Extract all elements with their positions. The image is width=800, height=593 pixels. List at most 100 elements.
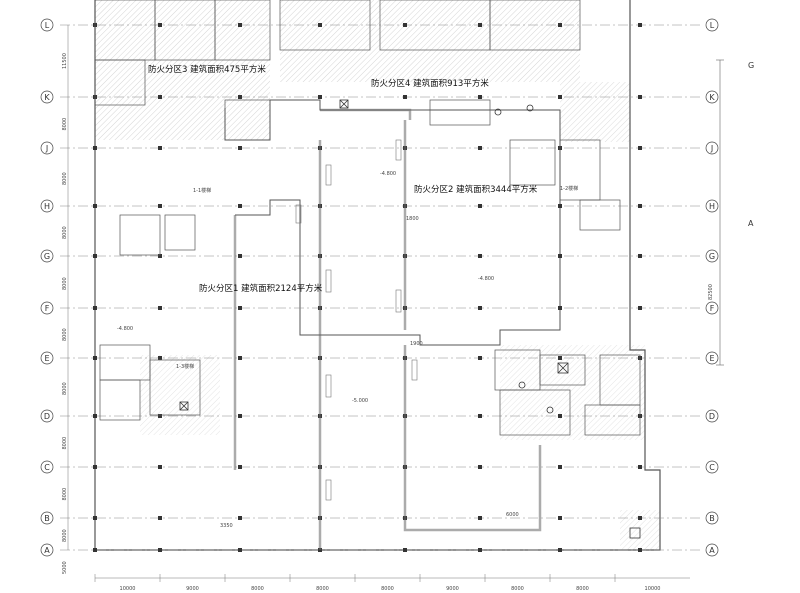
axis-label-C: C: [709, 463, 715, 472]
column-K-2: [238, 95, 242, 99]
room-11: [579, 199, 621, 231]
column-F-6: [558, 306, 562, 310]
elev-label-a: -4.800: [380, 171, 396, 177]
axis-bubble-J: [705, 141, 719, 155]
elev-label-b: -4.800: [478, 276, 494, 282]
column-D-0: [93, 414, 97, 418]
row-dim-8: 8000: [62, 488, 68, 501]
axis-label-B: B: [44, 514, 50, 523]
column-dim-2: 8000: [251, 586, 264, 592]
axis-bubble-A: [705, 543, 719, 557]
column-C-0: [93, 465, 97, 469]
room-3: [279, 0, 371, 51]
column-L-6: [558, 23, 562, 27]
axis-bubble-D: [705, 409, 719, 423]
axis-bubble-B: [40, 511, 54, 525]
room-20: [584, 404, 641, 436]
axis-label-L: L: [45, 21, 50, 30]
column-E-1: [158, 356, 162, 360]
column-K-7: [638, 95, 642, 99]
axis-bubble-G: [705, 249, 719, 263]
axis-label-G: G: [44, 252, 50, 261]
column-dim-1: 9000: [186, 586, 199, 592]
row-dim-0: 11500: [62, 53, 68, 69]
column-H-7: [638, 204, 642, 208]
row-dim-4: 8000: [62, 277, 68, 290]
hatched-area-right-upper: [560, 82, 630, 142]
column-B-0: [93, 516, 97, 520]
column-H-1: [158, 204, 162, 208]
stair-label-3: 1-3楼梯: [176, 363, 194, 370]
column-L-2: [238, 23, 242, 27]
column-D-2: [238, 414, 242, 418]
column-dim-4: 8000: [381, 586, 394, 592]
room-21: [499, 389, 571, 436]
column-C-1: [158, 465, 162, 469]
column-D-5: [478, 414, 482, 418]
column-H-6: [558, 204, 562, 208]
row-dim-7: 8000: [62, 437, 68, 450]
room-9: [509, 139, 556, 186]
room-18: [539, 354, 586, 386]
axis-label-H: H: [709, 202, 715, 211]
room-16: [99, 379, 141, 421]
vertical-text-strips: [295, 139, 418, 501]
equipment-marks: [179, 99, 641, 539]
column-F-5: [478, 306, 482, 310]
room-8: [429, 99, 491, 126]
row-dim-2: 8000: [62, 172, 68, 185]
column-L-7: [638, 23, 642, 27]
dim-label-3350: 3350: [220, 523, 233, 529]
column-J-2: [238, 146, 242, 150]
room-7: [224, 99, 271, 141]
room-2: [214, 0, 271, 61]
column-H-0: [93, 204, 97, 208]
room-15: [149, 359, 201, 416]
elev-label-d: -5.000: [352, 398, 368, 404]
column-E-5: [478, 356, 482, 360]
zone-label-4: 防火分区4 建筑面积913平方米: [371, 79, 489, 89]
axis-bubble-L: [705, 18, 719, 32]
right-mark-g: G: [748, 61, 754, 70]
elev-label-c: -4.800: [117, 326, 133, 332]
room-5: [489, 0, 581, 51]
room-12: [119, 214, 161, 256]
axis-bubble-C: [40, 460, 54, 474]
right-mark-a: A: [748, 219, 754, 228]
row-dim-9: 8000: [62, 529, 68, 542]
column-dim-8: 10000: [645, 586, 661, 592]
column-A-2: [238, 548, 242, 552]
column-C-7: [638, 465, 642, 469]
column-dim-3: 8000: [316, 586, 329, 592]
column-dim-5: 9000: [446, 586, 459, 592]
column-D-1: [158, 414, 162, 418]
column-dim-7: 8000: [576, 586, 589, 592]
zone-label-3: 防火分区3 建筑面积475平方米: [148, 65, 266, 75]
dim-label-1800: 1800: [406, 216, 419, 222]
column-A-7: [638, 548, 642, 552]
axis-bubble-E: [40, 351, 54, 365]
column-G-5: [478, 254, 482, 258]
right-total-dim: 82500: [708, 284, 714, 300]
axis-label-H: H: [44, 202, 50, 211]
duct-lines: [233, 108, 542, 550]
column-L-5: [478, 23, 482, 27]
column-G-6: [558, 254, 562, 258]
axis-label-F: F: [45, 304, 50, 313]
column-B-7: [638, 516, 642, 520]
room-6: [94, 59, 146, 106]
axis-bubble-D: [40, 409, 54, 423]
axis-bubble-J: [40, 141, 54, 155]
column-H-2: [238, 204, 242, 208]
column-J-0: [93, 146, 97, 150]
room-13: [164, 214, 196, 251]
axis-bubble-H: [705, 199, 719, 213]
column-E-2: [238, 356, 242, 360]
column-J-7: [638, 146, 642, 150]
column-L-3: [318, 23, 322, 27]
column-dim-0: 10000: [120, 586, 136, 592]
row-dim-1: 8000: [62, 118, 68, 131]
